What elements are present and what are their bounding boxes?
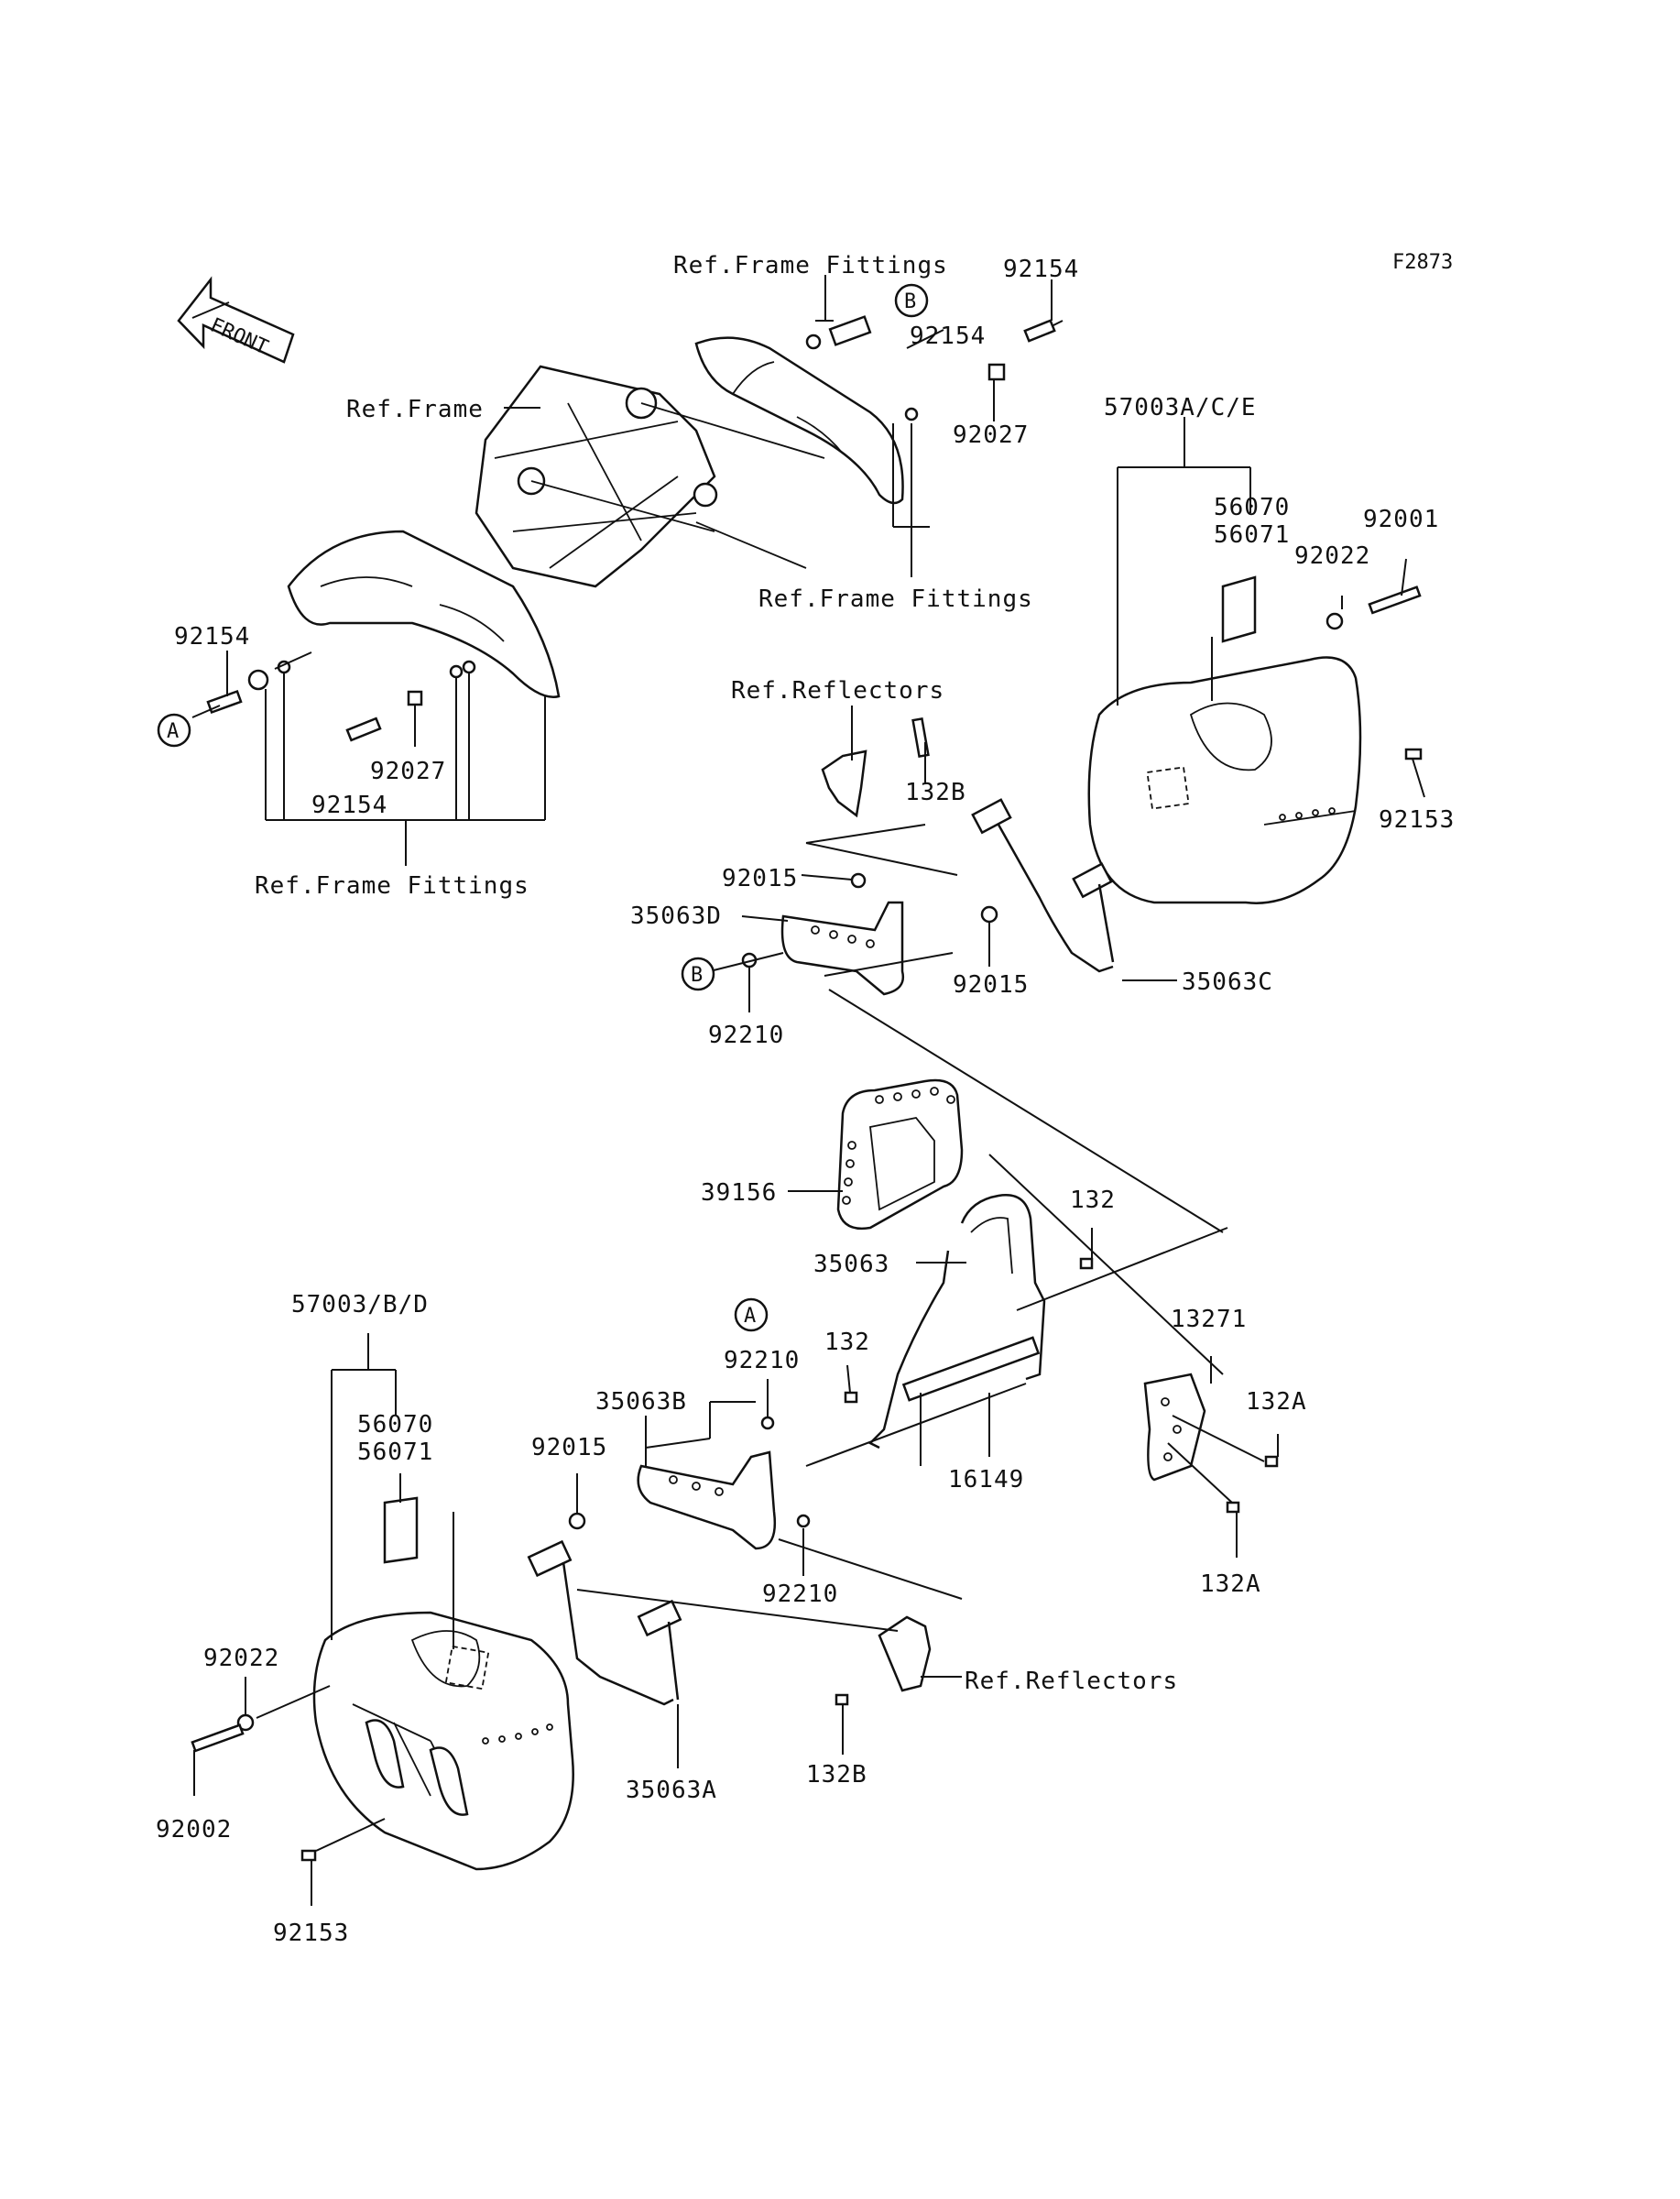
left-bag-rivets xyxy=(482,1723,553,1745)
figure-code: F2873 xyxy=(1392,251,1453,274)
label-92210-lower: 92210 xyxy=(762,1581,838,1608)
backrest-pad-39156 xyxy=(836,1078,964,1231)
svg-text:A: A xyxy=(744,1305,756,1328)
label-35063d: 35063D xyxy=(630,903,722,930)
label-132-right: 132 xyxy=(1070,1187,1116,1214)
label-132b-lower: 132B xyxy=(806,1761,867,1789)
label-92022-lower: 92022 xyxy=(203,1645,279,1672)
right-bag-fasteners xyxy=(1325,585,1423,760)
pad-dots xyxy=(842,1087,955,1205)
label-92015-lower: 92015 xyxy=(531,1434,607,1461)
label-92210-mid: 92210 xyxy=(724,1347,800,1374)
plate-holes xyxy=(811,925,875,948)
svg-text:A: A xyxy=(167,720,179,743)
plate-35063d xyxy=(741,872,998,996)
label-56070-top: 56070 xyxy=(1214,494,1290,521)
bracket-13271 xyxy=(1143,1356,1279,1558)
label-132-left: 132 xyxy=(824,1329,870,1356)
label-92022-top: 92022 xyxy=(1294,542,1370,570)
rail-35063a xyxy=(527,1539,682,1768)
label-35063b: 35063B xyxy=(595,1388,687,1416)
label-35063c: 35063C xyxy=(1182,968,1273,996)
right-bag-leaders xyxy=(1117,417,1425,798)
top-leaders xyxy=(191,275,1053,866)
label-92154-top: 92154 xyxy=(910,323,986,350)
label-35063a: 35063A xyxy=(626,1777,717,1804)
plate-leaders xyxy=(709,824,1224,1233)
label-ref-frame-fittings-top: Ref.Frame Fittings xyxy=(673,252,948,279)
left-bag-fasteners xyxy=(191,1677,386,1906)
label-92015-mid: 92015 xyxy=(953,971,1029,999)
right-saddlebag xyxy=(1087,656,1362,904)
label-92154-top-right: 92154 xyxy=(1003,256,1079,283)
label-plate-56070-lower xyxy=(383,1496,419,1564)
label-57003ace: 57003A/C/E xyxy=(1104,394,1257,421)
label-92210-top: 92210 xyxy=(708,1022,784,1049)
label-92154-left: 92154 xyxy=(174,623,250,651)
svg-text:B: B xyxy=(904,290,916,313)
center-screws xyxy=(844,1228,1094,1404)
label-ref-reflectors-top: Ref.Reflectors xyxy=(731,677,944,705)
upper-reflector-bracket xyxy=(821,706,930,818)
label-35063: 35063 xyxy=(813,1251,889,1278)
marker-a-lower: A xyxy=(734,1297,769,1332)
lower-reflector-bracket xyxy=(576,1538,963,1755)
label-92027-top: 92027 xyxy=(953,421,1029,449)
label-92153-top: 92153 xyxy=(1379,806,1455,834)
label-ref-reflectors-lower: Ref.Reflectors xyxy=(965,1668,1178,1695)
label-plate-56070 xyxy=(1221,575,1257,643)
label-92027-left: 92027 xyxy=(370,758,446,785)
label-92153-lower: 92153 xyxy=(273,1920,349,1947)
saddlebag-rivets xyxy=(1279,807,1336,821)
label-ref-frame: Ref.Frame xyxy=(346,396,484,423)
label-132b-top: 132B xyxy=(905,779,966,806)
label-92015-top: 92015 xyxy=(722,865,798,892)
label-ref-frame-fittings-left: Ref.Frame Fittings xyxy=(255,872,529,900)
label-92154-left-bottom: 92154 xyxy=(311,792,387,819)
marker-b-top: B xyxy=(894,283,929,318)
left-saddlebag xyxy=(312,1611,574,1871)
left-bag-leaders xyxy=(331,1333,454,1649)
label-92001: 92001 xyxy=(1363,506,1439,533)
label-132a-bottom: 132A xyxy=(1200,1570,1261,1598)
right-side-cover xyxy=(694,336,904,505)
marker-a-left: A xyxy=(157,713,191,748)
label-56071-lower: 56071 xyxy=(357,1439,433,1466)
label-16149: 16149 xyxy=(948,1466,1024,1493)
label-ref-frame-fittings-mid: Ref.Frame Fittings xyxy=(758,585,1033,613)
label-56070-lower: 56070 xyxy=(357,1411,433,1439)
left-side-cover xyxy=(287,530,561,698)
label-56071-top: 56071 xyxy=(1214,521,1290,549)
svg-text:B: B xyxy=(691,964,703,987)
label-39156: 39156 xyxy=(701,1179,777,1207)
rail-35063c xyxy=(971,798,1177,981)
label-92002: 92002 xyxy=(156,1816,232,1843)
marker-b-mid: B xyxy=(681,957,715,991)
plate-35063b xyxy=(568,1379,1027,1576)
top-fasteners xyxy=(206,315,1064,742)
label-13271: 13271 xyxy=(1171,1306,1247,1333)
label-57003bd: 57003/B/D xyxy=(291,1291,429,1318)
front-arrow-icon: FRONT xyxy=(177,276,295,364)
label-132a-top: 132A xyxy=(1246,1388,1307,1416)
sissy-leaders xyxy=(788,1154,1228,1457)
frame-drawing xyxy=(475,365,825,588)
sissy-bar-35063 xyxy=(867,1194,1046,1466)
